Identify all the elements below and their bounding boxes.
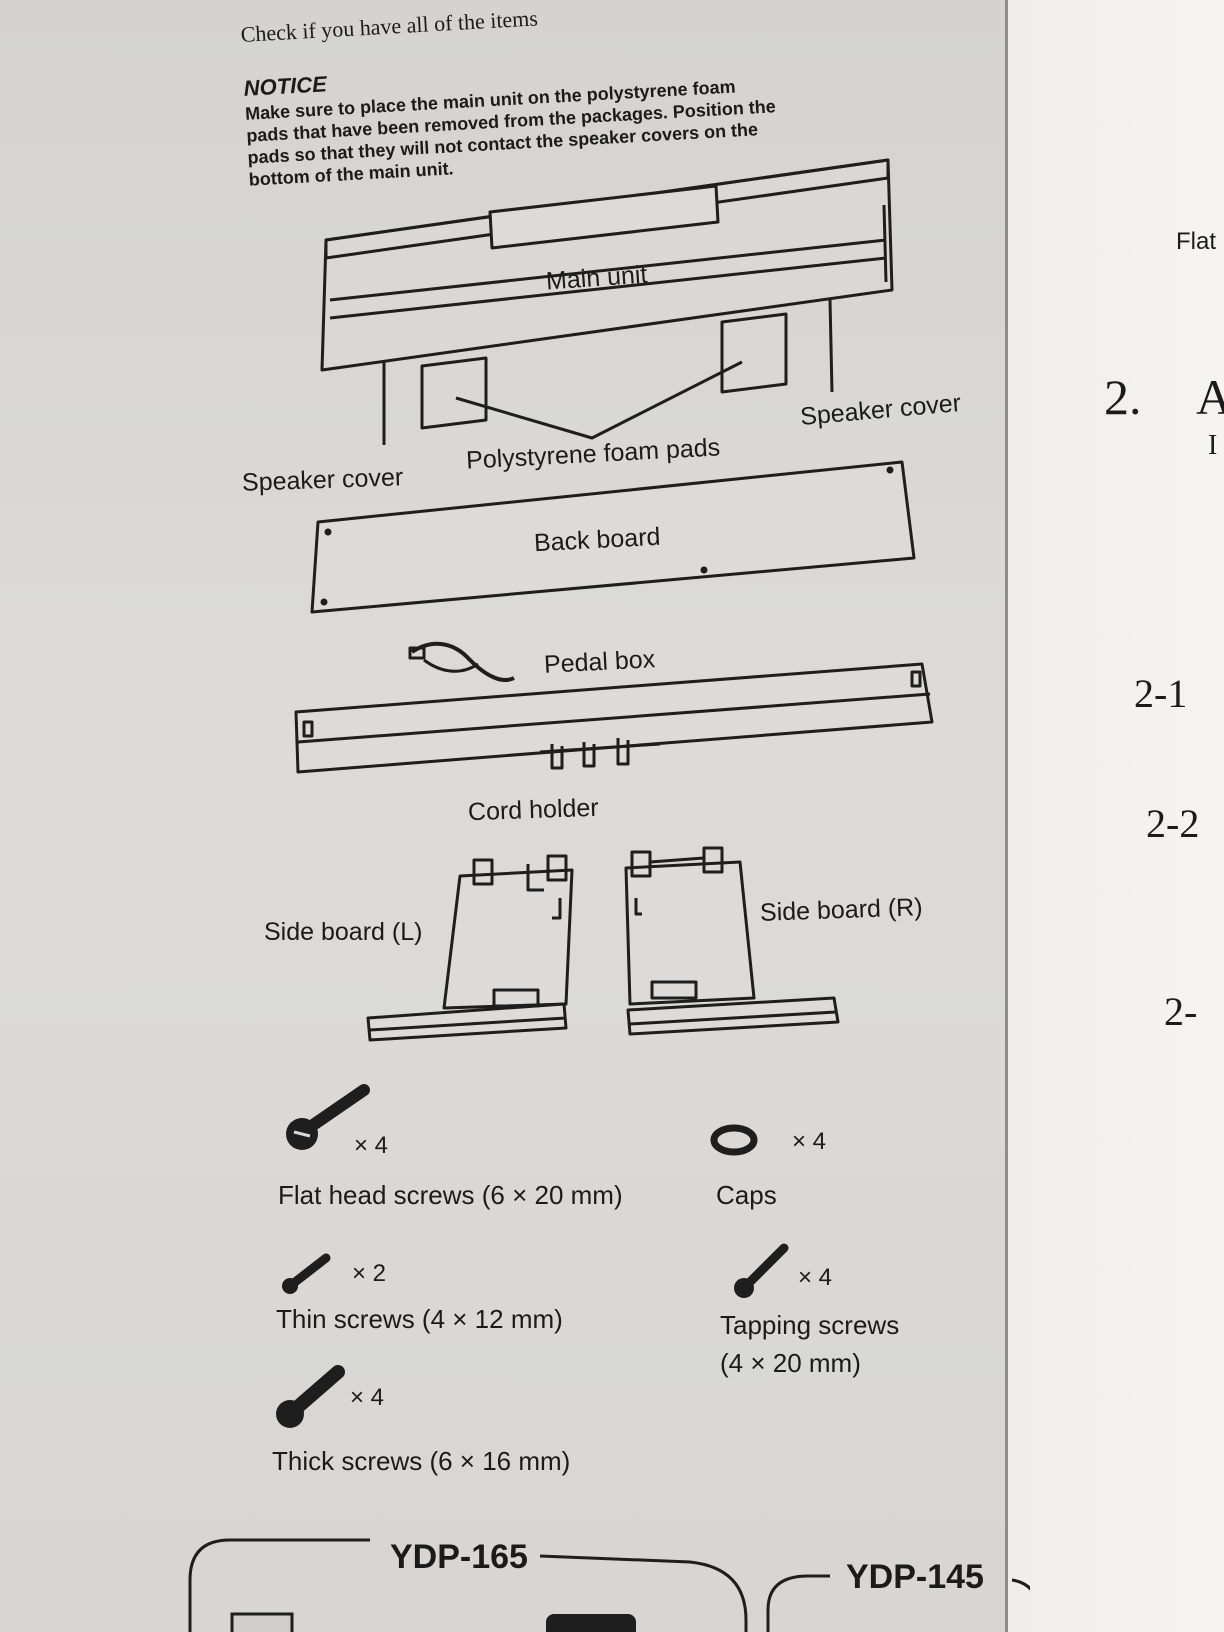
thin-screw-icon bbox=[282, 1253, 331, 1294]
tapping-screw-label-2: (4 × 20 mm) bbox=[720, 1348, 861, 1378]
model-ydp145: YDP-145 bbox=[846, 1558, 984, 1596]
back-board-drawing bbox=[310, 460, 916, 614]
side-board-left-drawing bbox=[366, 854, 574, 1042]
side-board-right-label: Side board (R) bbox=[759, 893, 923, 927]
margin-step-2: 2. bbox=[1104, 369, 1142, 425]
main-unit-drawing bbox=[320, 158, 894, 445]
thin-screw-qty: × 2 bbox=[352, 1260, 387, 1287]
flat-head-screw-icon bbox=[286, 1084, 370, 1150]
margin-step-2-3: 2- bbox=[1164, 989, 1198, 1034]
caps-label: Caps bbox=[716, 1180, 777, 1210]
flat-head-label: Flat head screws (6 × 20 mm) bbox=[278, 1180, 623, 1210]
parts-diagram bbox=[188, 158, 1030, 1632]
cord-holder-label: Cord holder bbox=[467, 793, 600, 827]
thin-screw-label: Thin screws (4 × 12 mm) bbox=[276, 1304, 563, 1334]
tapping-screw-qty: × 4 bbox=[798, 1264, 833, 1291]
model-frames bbox=[188, 1538, 1030, 1632]
caps-qty: × 4 bbox=[792, 1128, 827, 1155]
margin-flat-text: Flat bbox=[1176, 228, 1217, 255]
margin-step-2-1: 2-1 bbox=[1134, 671, 1188, 716]
margin-step-2-2: 2-2 bbox=[1146, 801, 1200, 846]
margin-step-2-letter: A bbox=[1196, 369, 1224, 425]
thick-screw-icon bbox=[276, 1365, 345, 1428]
thick-screw-label: Thick screws (6 × 16 mm) bbox=[272, 1446, 571, 1476]
adapter-icon bbox=[546, 1614, 636, 1632]
side-board-left-label: Side board (L) bbox=[264, 918, 423, 946]
cap-icon bbox=[710, 1124, 758, 1156]
pedal-box-drawing bbox=[294, 641, 934, 774]
tapping-screw-icon bbox=[734, 1243, 789, 1298]
speaker-cover-left-label: Speaker cover bbox=[241, 463, 404, 497]
page-fold bbox=[1005, 0, 1008, 1632]
flat-head-qty: × 4 bbox=[354, 1132, 389, 1159]
thick-screw-qty: × 4 bbox=[350, 1384, 385, 1411]
facing-page bbox=[1008, 0, 1224, 1632]
model-ydp165: YDP-165 bbox=[390, 1538, 528, 1576]
side-board-right-drawing bbox=[624, 846, 840, 1036]
tapping-screw-label-1: Tapping screws bbox=[720, 1310, 900, 1340]
margin-step-2-sub: I bbox=[1208, 430, 1218, 461]
pedal-box-label: Pedal box bbox=[543, 645, 656, 679]
